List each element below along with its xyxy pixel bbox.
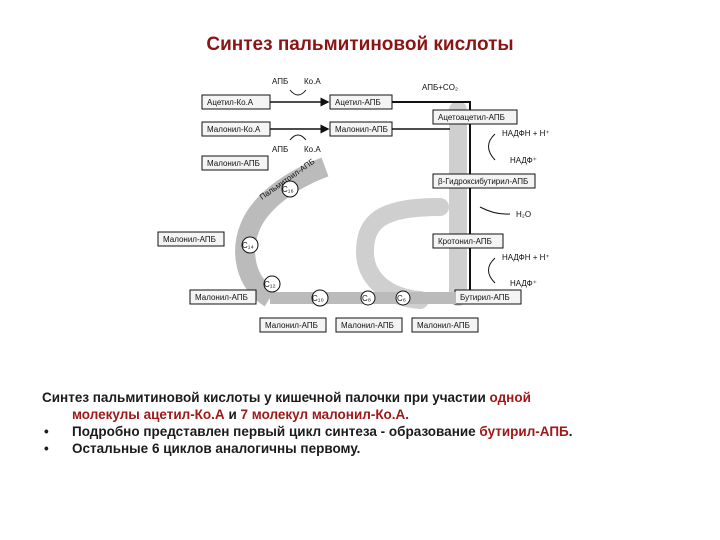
bullet-item-1: • Подробно представлен первый цикл синте…: [42, 423, 702, 440]
box-crotonyl-label: Кротонил-АПБ: [438, 237, 492, 246]
box-malonyl-apb-top-label: Малонил-АПБ: [335, 125, 388, 134]
box-malonyl-left-2-label: Малонил-АПБ: [163, 235, 216, 244]
label-apb-2: АПБ: [272, 145, 288, 154]
carbon-c8: C₈: [362, 294, 371, 303]
label-coa-2: Ко.А: [304, 145, 321, 154]
box-malonyl-left-3-label: Малонил-АПБ: [195, 293, 248, 302]
label-nadp-2: НАДФ⁺: [510, 279, 537, 288]
label-apb-1: АПБ: [272, 77, 288, 86]
box-malonyl-bottom-3-label: Малонил-АПБ: [417, 321, 470, 330]
carbon-c14: C₁₄: [242, 241, 254, 250]
box-butyryl-label: Бутирил-АПБ: [460, 293, 510, 302]
label-nadp-1: НАДФ⁺: [510, 156, 537, 165]
label-nadph-2: НАДФН + Н⁺: [502, 253, 550, 262]
page-title: Синтез пальмитиновой кислоты: [0, 34, 720, 56]
cycle-arc: [365, 110, 458, 300]
box-acetyl-apb-label: Ацетил-АПБ: [335, 98, 381, 107]
bullet-item-2: • Остальные 6 циклов аналогичны первому.: [42, 440, 702, 457]
label-apb-co2: АПБ+CO₂: [422, 83, 458, 92]
box-malonyl-coa-label: Малонил-Ко.А: [207, 125, 261, 134]
box-hydroxybutyryl-label: β-Гидроксибутирил-АПБ: [438, 177, 528, 186]
description-paragraph-cont: молекулы ацетил-Ко.А и 7 молекул малонил…: [42, 406, 702, 423]
box-malonyl-left-1-label: Малонил-АПБ: [207, 159, 260, 168]
bullet-dot: •: [44, 440, 49, 457]
box-malonyl-bottom-1-label: Малонил-АПБ: [265, 321, 318, 330]
description: Синтез пальмитиновой кислоты у кишечной …: [42, 389, 702, 457]
carbon-c6: C₆: [397, 294, 406, 303]
label-h2o: Н₂О: [516, 210, 531, 219]
label-nadph-1: НАДФН + Н⁺: [502, 129, 550, 138]
carbon-c10: C₁₀: [312, 294, 324, 303]
carbon-c12: C₁₂: [264, 280, 276, 289]
description-paragraph: Синтез пальмитиновой кислоты у кишечной …: [42, 389, 702, 406]
label-coa-1: Ко.А: [304, 77, 321, 86]
box-malonyl-bottom-2-label: Малонил-АПБ: [341, 321, 394, 330]
bullet-dot: •: [44, 423, 49, 440]
box-acetoacetyl-label: Ацетоацетил-АПБ: [438, 113, 505, 122]
fatty-acid-synthesis-diagram: Ацетил-Ко.А Ацетил-АПБ Малонил-Ко.А Мало…: [150, 62, 590, 352]
box-acetyl-coa-label: Ацетил-Ко.А: [207, 98, 254, 107]
